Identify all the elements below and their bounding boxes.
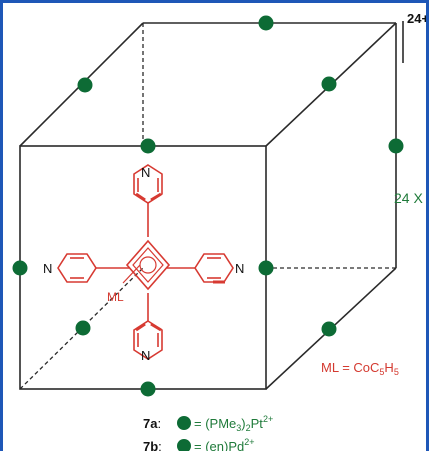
legend-7a: 7a: = (PMe3)2Pt2+ (143, 414, 273, 433)
n-label-left: N (43, 261, 52, 276)
node-front-left (12, 260, 28, 276)
legend-7b-id: 7b: (143, 439, 162, 451)
node-top-left-edge (77, 77, 93, 93)
node-hidden-diagonal (75, 320, 91, 336)
node-front-bottom (140, 381, 156, 397)
cage-diagram: N N N N ML 24+ 24 X ML = CoC5H5 7a: = (P… (12, 11, 429, 451)
n-label-bottom: N (141, 348, 150, 363)
legend-7b: 7b: = (en)Pd2+ (143, 437, 255, 451)
pyridine-top (133, 164, 163, 237)
pyridine-left (57, 253, 129, 283)
cyclobutadiene-core (122, 239, 171, 291)
legend-7a-id: 7a: (143, 416, 161, 431)
legend-7a-formula: = (PMe3)2Pt2+ (194, 414, 273, 433)
pyridine-right (167, 253, 234, 284)
legend-7a-node-icon (177, 416, 191, 430)
cube-hidden-edges (19, 23, 396, 390)
node-back-right (388, 138, 404, 154)
node-bottom-right-edge (321, 321, 337, 337)
n-label-top: N (141, 165, 150, 180)
top-right-cut-label: 24+ (407, 11, 429, 26)
ligand-structure (57, 164, 234, 360)
metal-nodes (12, 15, 404, 397)
node-top-right-edge (321, 76, 337, 92)
ml-center-label: ML (107, 290, 124, 304)
legend-7b-formula: = (en)Pd2+ (194, 437, 255, 451)
node-front-top (140, 138, 156, 154)
legend-7b-node-icon (177, 439, 191, 451)
ml-definition: ML = CoC5H5 (321, 360, 399, 377)
node-front-right (258, 260, 274, 276)
node-back-top (258, 15, 274, 31)
pyridine-bottom (133, 293, 163, 360)
counterion-label: 24 X (394, 190, 423, 206)
n-label-right: N (235, 261, 244, 276)
